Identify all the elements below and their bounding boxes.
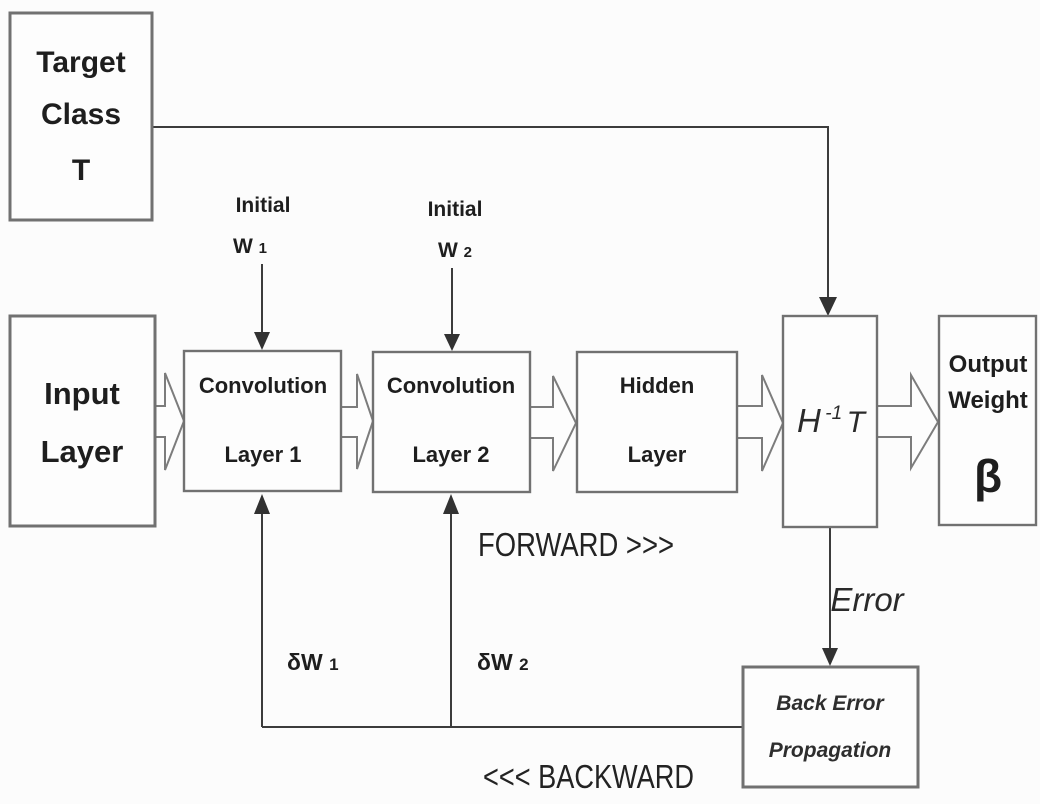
backward-to-conv1-arrowhead-icon: [254, 494, 270, 514]
initial-w2-main: W: [438, 239, 458, 262]
backward-direction-label: <<< BACKWARD: [483, 758, 694, 795]
convolution-layer1-box: [182, 349, 343, 493]
target-class-label-line1: Target: [36, 46, 125, 79]
input-layer-label-line1: Input: [44, 376, 120, 411]
conv1-label-line2: Layer 1: [224, 442, 301, 467]
initial-w1-symbol: W 1: [233, 235, 267, 258]
delta-w1-label: δW 1: [287, 649, 339, 675]
output-weight-box: [937, 314, 1038, 527]
error-label: Error: [830, 581, 905, 618]
hinv-to-output-block-arrow-icon: [877, 371, 940, 472]
delta-w2-sub: 2: [519, 655, 528, 674]
hidden-to-hinv-block-arrow-icon: [737, 374, 785, 472]
output-weight-beta-symbol: β: [974, 450, 1002, 502]
delta-w2-main: δW: [477, 649, 513, 675]
connector-lines: [152, 126, 838, 728]
input-to-conv1-block-arrow-icon: [153, 372, 186, 471]
hinv-superscript: -1: [825, 403, 842, 424]
target-class-label-line2: Class: [41, 98, 121, 131]
initial-w2-sub: 2: [464, 244, 472, 261]
forward-direction-label: FORWARD >>>: [478, 526, 674, 563]
conv2-label-line1: Convolution: [387, 373, 515, 398]
input-layer-box: [8, 314, 157, 528]
hinv-tail: T: [847, 406, 868, 439]
target-class-label-line3: T: [72, 154, 90, 187]
delta-w2-label: δW 2: [477, 649, 529, 675]
back-error-label-line1: Back Error: [776, 692, 885, 715]
conv1-to-conv2-block-arrow-icon: [341, 373, 375, 470]
target-to-hinv-line: [152, 126, 829, 300]
initial-w1-sub: 1: [259, 240, 267, 257]
initial-w1-title: Initial: [236, 194, 291, 217]
output-weight-label-line2: Weight: [948, 387, 1028, 414]
hidden-label-line2: Layer: [628, 442, 687, 467]
conv1-label-line1: Convolution: [199, 373, 327, 398]
output-weight-label-line1: Output: [949, 351, 1028, 378]
diagram-boxes: Target Class T Input Layer Convolution L…: [8, 11, 1038, 789]
conv2-label-line2: Layer 2: [412, 442, 489, 467]
hidden-layer-box: [575, 350, 739, 494]
initial-w1-arrowhead-icon: [254, 332, 270, 350]
convolution-layer2-box: [371, 350, 532, 494]
back-error-label-line2: Propagation: [769, 739, 892, 762]
initial-w2-arrowhead-icon: [444, 334, 460, 351]
floating-labels: Initial W 1 Initial W 2 δW 1 δW 2 FORWAR…: [233, 194, 906, 795]
back-error-propagation-box: [741, 665, 920, 789]
initial-w2-symbol: W 2: [438, 239, 472, 262]
initial-w2-title: Initial: [428, 198, 483, 221]
hinv-t-box: [781, 314, 879, 529]
target-class-box: [8, 11, 154, 222]
conv2-to-hidden-block-arrow-icon: [530, 375, 578, 472]
backward-to-conv2-arrowhead-icon: [443, 494, 459, 514]
delta-w1-main: δW: [287, 649, 323, 675]
error-arrowhead-icon: [822, 648, 838, 666]
delta-w1-sub: 1: [329, 655, 338, 674]
input-layer-label-line2: Layer: [41, 434, 124, 469]
hinv-base: H: [797, 402, 821, 439]
target-to-hinv-arrowhead-icon: [819, 297, 837, 316]
hinv-t-label: H -1 T: [797, 402, 868, 439]
initial-w1-main: W: [233, 235, 253, 258]
hidden-label-line1: Hidden: [620, 373, 695, 398]
